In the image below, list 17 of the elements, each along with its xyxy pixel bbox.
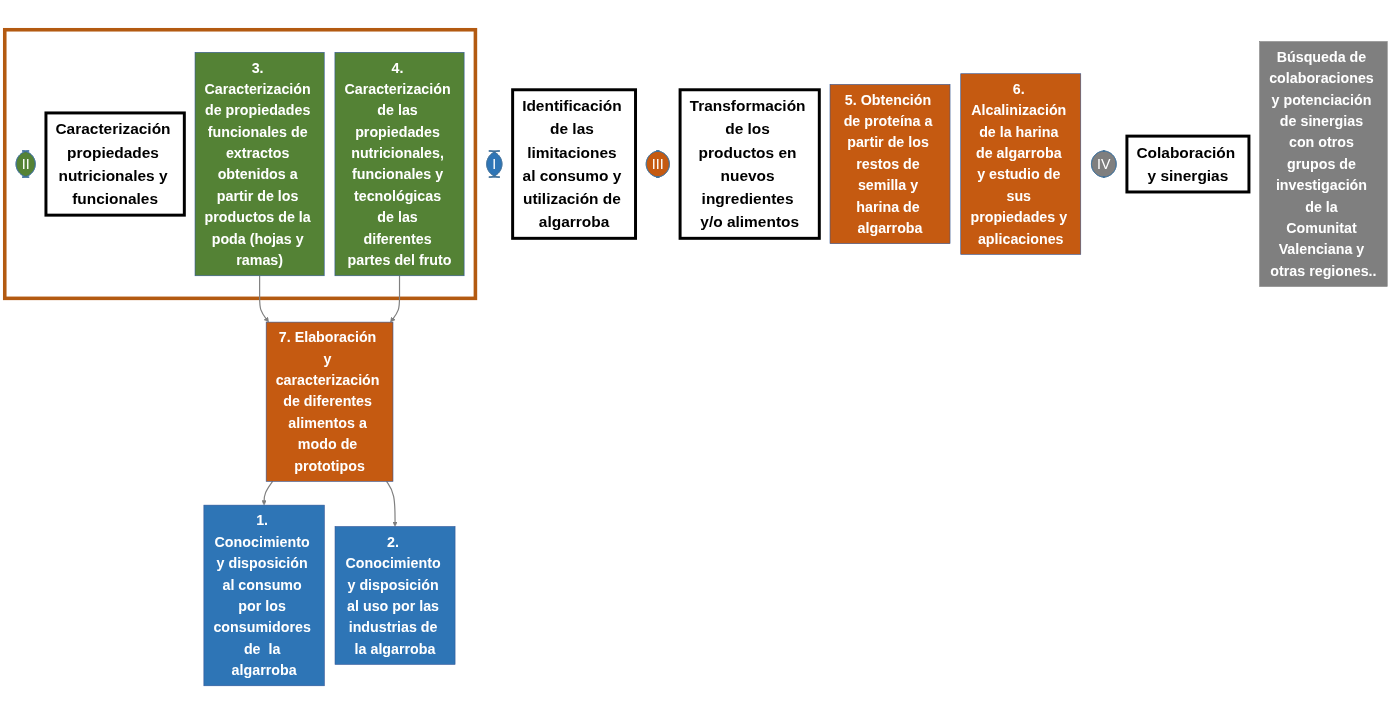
node-box: Caracterización propiedades nutricionales y funcionales [44, 111, 186, 217]
node-box: 5. Obtención de proteína a partir de los restos de semilla y harina de algarroba [829, 84, 951, 245]
arrow [261, 481, 274, 506]
node-box: Identificación de las limitaciones al consumo y utilización de algarroba [511, 88, 637, 241]
node-box: 1. Conocimiento y disposición al consumo por los consumidores de la algarroba [203, 505, 325, 687]
arrow [390, 275, 401, 323]
node-box: 2. Conocimiento y disposición al uso por las industrias de la algarroba [334, 526, 456, 665]
node-box: 4. Caracterización de las propiedades nutricionales, funcionales y tecnológicas de las diferentes partes del fruto [334, 52, 465, 277]
arrow [385, 481, 398, 527]
node-box: Transformación de los productos en nuevos ingredientes y/o alimentos [678, 88, 821, 241]
arrow [259, 275, 269, 323]
node-box: 7. Elaboración y caracterización de diferentes alimentos a modo de prototipos [265, 322, 394, 482]
node-box: 6. Alcalinización de la harina de algarroba y estudio de sus propiedades y aplicaciones [960, 73, 1082, 255]
node-box: 3. Caracterización de propiedades funcionales de extractos obtenidos a partir de los productos de la poda (hojas y ramas) [194, 52, 325, 277]
node-box: Búsqueda de colaboraciones y potenciación de sinergias con otros grupos de investigación de la Comunitat Valenciana y otras regiones.. [1259, 41, 1388, 287]
cluster [2, 28, 478, 301]
node-box: Colaboración y sinergias [1125, 134, 1251, 194]
